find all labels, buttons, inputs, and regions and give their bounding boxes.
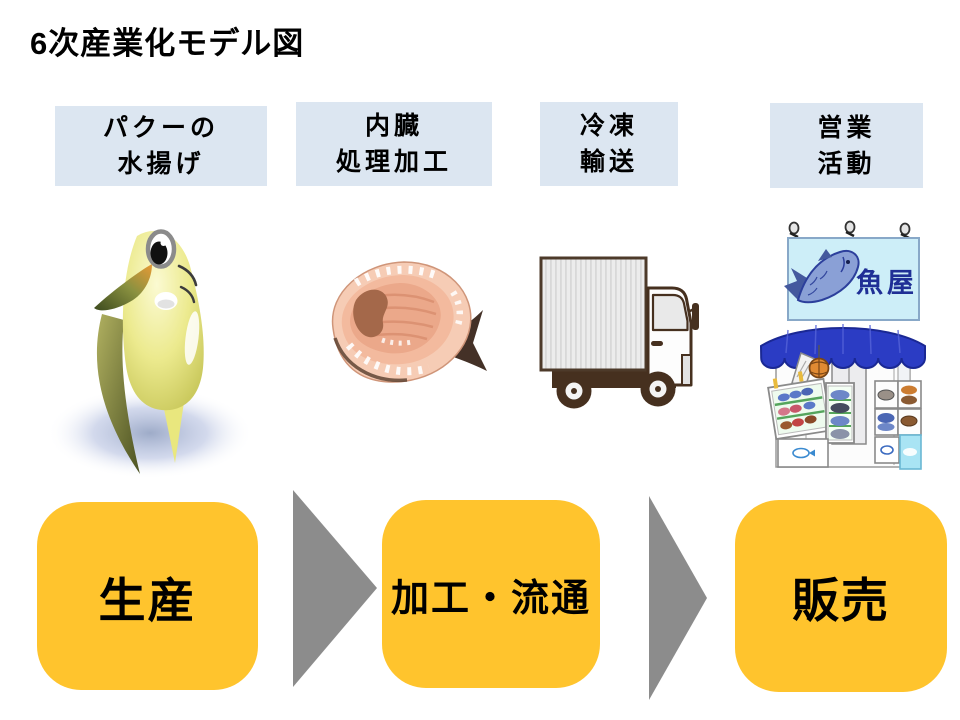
butterflied-fish-icon [331, 261, 487, 383]
header-line: 輸送 [579, 148, 638, 176]
stage-label: 販売 [792, 573, 890, 627]
stage-production: 生産 [37, 502, 258, 690]
header-line: 水揚げ [117, 150, 205, 178]
flow-arrow-1-icon [293, 490, 377, 687]
fish-shop-icon: 魚屋 [759, 220, 926, 470]
header-line: 処理加工 [335, 148, 452, 176]
header-line: 営業 [817, 113, 876, 142]
shop-sign-text: 魚屋 [856, 267, 918, 298]
header-line: 活動 [817, 149, 876, 178]
header-sales-activity: 営業 活動 [770, 103, 923, 188]
stage-label: 加工・流通 [390, 577, 591, 620]
header-pacu-landing: パクーの 水揚げ [55, 106, 267, 186]
pacu-fish-character-icon [47, 229, 253, 479]
header-frozen-transport: 冷凍 輸送 [540, 102, 678, 186]
flow-arrow-2-icon [649, 496, 707, 700]
header-gut-processing: 内臓 処理加工 [296, 102, 492, 186]
slide-title: 6次産業化モデル図 [30, 26, 305, 61]
stage-sales: 販売 [735, 500, 947, 692]
header-line: パクーの [102, 114, 219, 142]
stage-label: 生産 [98, 573, 197, 627]
header-line: 冷凍 [579, 112, 638, 140]
header-line: 内臓 [364, 112, 423, 140]
box-truck-icon [539, 256, 699, 409]
stage-processing-distribution: 加工・流通 [382, 500, 600, 688]
